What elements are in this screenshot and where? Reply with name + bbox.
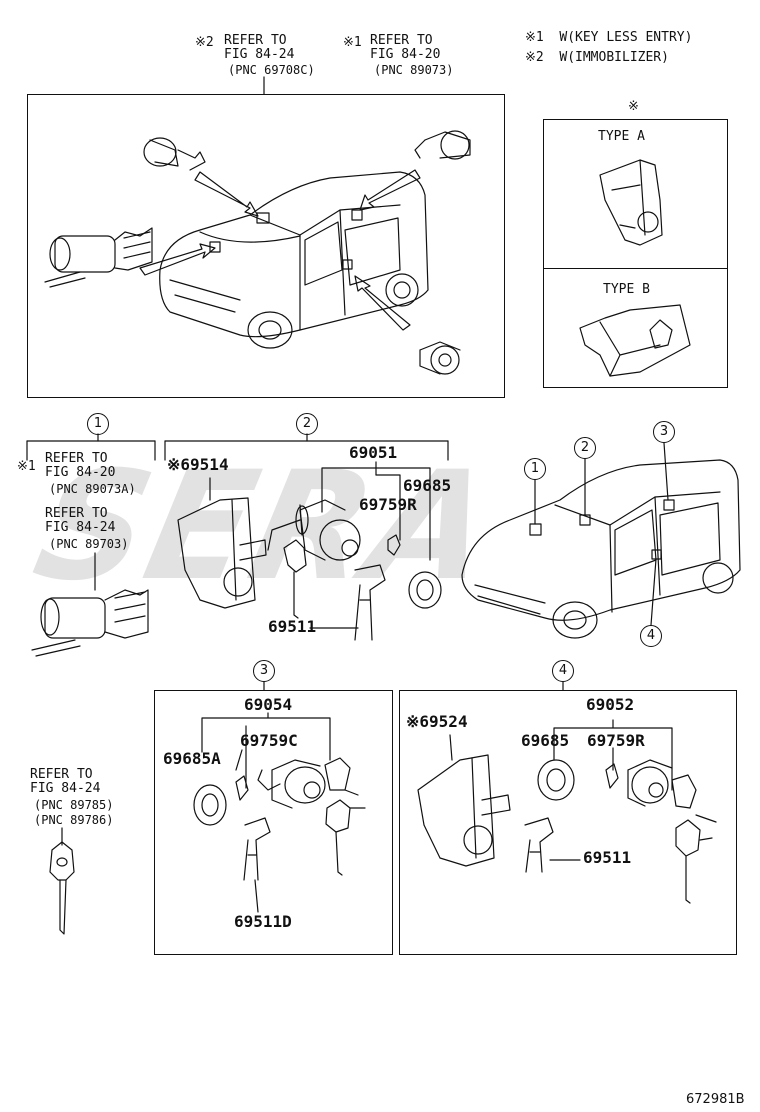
section-4-box [399, 690, 737, 955]
loose-key [49, 827, 75, 935]
part-69052: 69052 [586, 695, 635, 714]
ref2-line2: FIG 84-24 [224, 47, 295, 62]
s1-mark: ※1 [17, 459, 36, 474]
type-b-box [543, 268, 728, 388]
section-3-box [154, 690, 393, 955]
part-69685-s4: 69685 [521, 731, 570, 750]
legend-note1: ※1 W(KEY LESS ENTRY) [525, 30, 693, 45]
overview-box [27, 94, 505, 398]
car-callout-4: 4 [640, 625, 662, 647]
type-a-label: TYPE A [598, 129, 645, 144]
overview-car [159, 171, 429, 349]
part-69524: ※69524 [406, 712, 468, 731]
part-69051: 69051 [349, 443, 398, 462]
part-69685a: 69685A [163, 749, 221, 768]
ref2-mark: ※2 [195, 35, 214, 50]
s1-ref2-l2: FIG 84-24 [45, 520, 116, 535]
figure-code: 672981B [686, 1092, 745, 1107]
key-ref-l3: (PNC 89785) [34, 798, 114, 812]
part-69511d: 69511D [234, 912, 292, 931]
section-1-number: 1 [87, 413, 109, 435]
s1-ref1-l2: FIG 84-20 [45, 465, 116, 480]
type-mark: ※ [628, 99, 639, 114]
key-ref-l1: REFER TO [30, 767, 93, 782]
type-b-label: TYPE B [603, 282, 650, 297]
part-69759r-s2: 69759R [359, 495, 417, 514]
key-ref-l2: FIG 84-24 [30, 781, 101, 796]
overview-lock-parts [44, 130, 471, 375]
s1-ref1-l3: (PNC 89073A) [49, 482, 136, 496]
section-4-number: 4 [552, 660, 574, 682]
s1-ref2-l3: (PNC 89703) [49, 537, 129, 551]
section-3-art [193, 681, 366, 913]
key-ref-l4: (PNC 89786) [34, 813, 114, 827]
ref2-line1: REFER TO [224, 33, 287, 48]
part-69514: ※69514 [167, 455, 229, 474]
ref1-line2: FIG 84-20 [370, 47, 441, 62]
type-b-bracket [579, 304, 691, 377]
ref1-line3: (PNC 89073) [374, 63, 454, 77]
part-69759c: 69759C [240, 731, 298, 750]
legend-note2: ※2 W(IMMOBILIZER) [525, 50, 669, 65]
ref1-line1: REFER TO [370, 33, 433, 48]
part-69511-s2: 69511 [268, 617, 317, 636]
part-69685-s2: 69685 [403, 476, 452, 495]
part-69511-s4: 69511 [583, 848, 632, 867]
ref1-mark: ※1 [343, 35, 362, 50]
type-a-bracket [599, 159, 663, 246]
ref2-line3: (PNC 69708C) [228, 63, 315, 77]
section-1-art [26, 433, 156, 657]
part-69759r-s4: 69759R [587, 731, 645, 750]
s1-ref1-l1: REFER TO [45, 451, 108, 466]
section-2-art [164, 433, 449, 641]
part-69054: 69054 [244, 695, 293, 714]
s1-ref2-l1: REFER TO [45, 506, 108, 521]
section-2-car [461, 442, 741, 639]
section-4-art [417, 681, 717, 904]
overview-arrows [139, 169, 421, 331]
